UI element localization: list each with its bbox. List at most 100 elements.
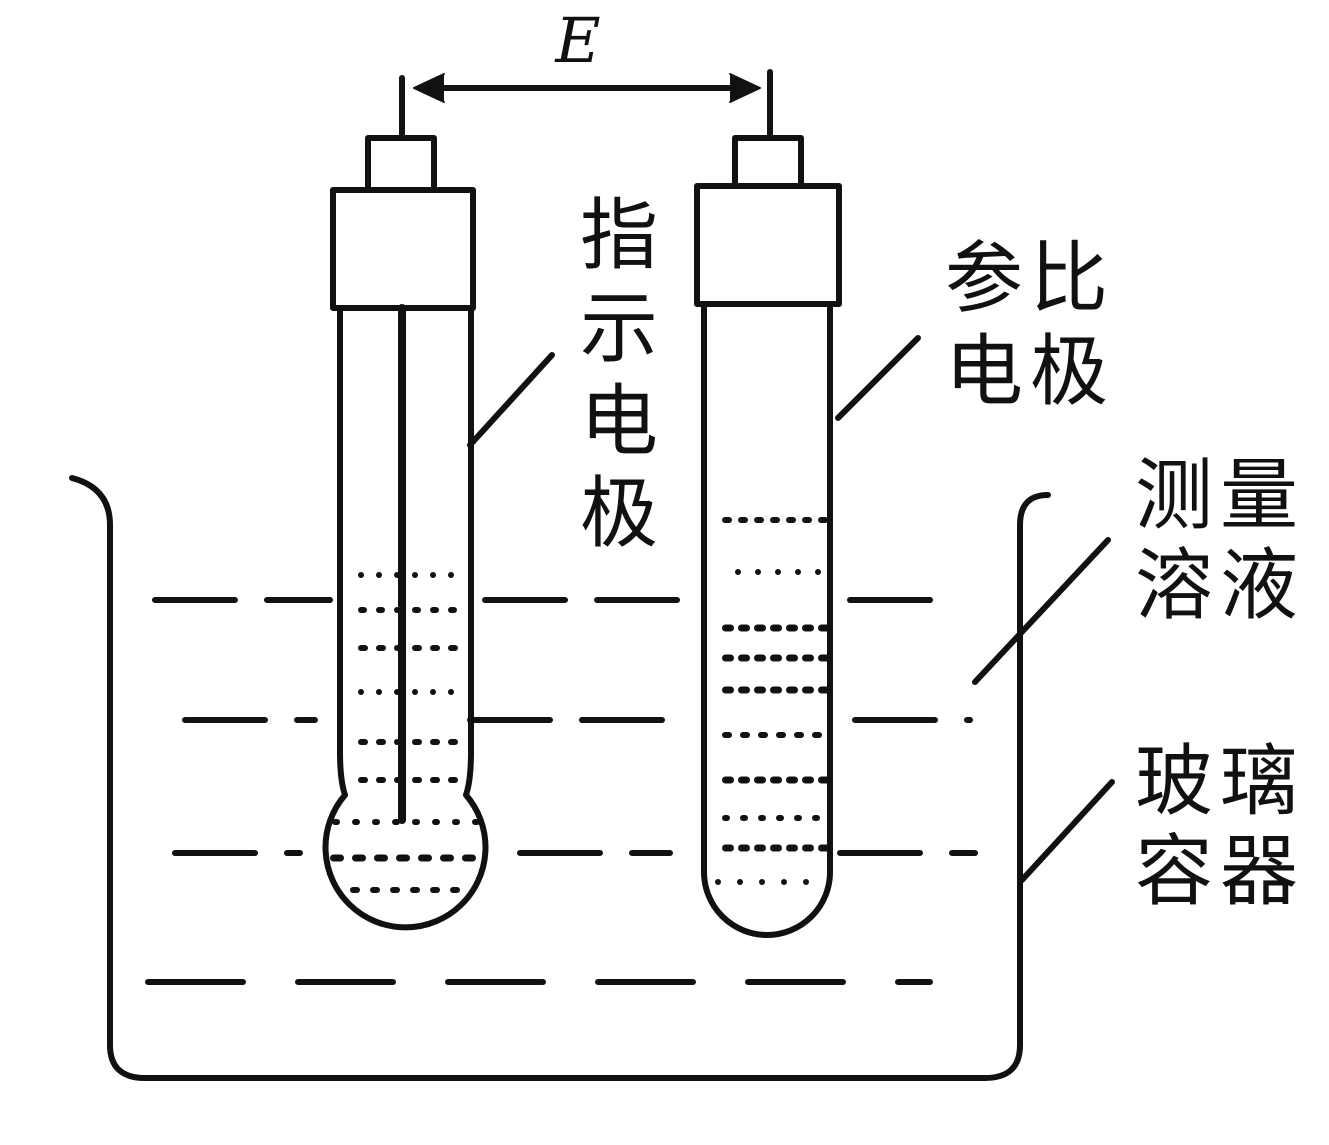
dot <box>448 777 458 783</box>
dot <box>735 569 741 575</box>
dot <box>818 686 830 694</box>
dot <box>754 624 766 632</box>
svg-text:璃: 璃 <box>1220 737 1298 827</box>
dot <box>770 654 782 662</box>
svg-text:电: 电 <box>580 377 658 467</box>
dot <box>818 844 830 852</box>
dot <box>372 819 380 825</box>
dot <box>430 645 440 651</box>
dot <box>332 819 340 825</box>
dot <box>394 572 400 578</box>
dot <box>722 815 730 821</box>
indicator-electrode-label: 指 示 电 极 <box>580 191 658 559</box>
dot <box>412 645 422 651</box>
dot <box>795 569 801 575</box>
svg-text:容: 容 <box>1135 827 1213 917</box>
dot <box>802 624 814 632</box>
glass-container-label: 玻 璃 容 器 <box>1135 737 1298 917</box>
dot <box>412 607 421 613</box>
dot <box>770 517 780 523</box>
dot <box>450 887 460 893</box>
dot <box>776 732 786 738</box>
dot <box>430 572 436 578</box>
dot <box>740 732 750 738</box>
dot <box>432 819 440 825</box>
dot <box>815 569 821 575</box>
svg-text:电: 电 <box>945 327 1023 417</box>
svg-text:极: 极 <box>580 469 658 559</box>
svg-text:液: 液 <box>1220 541 1298 631</box>
dot <box>430 777 440 783</box>
dot <box>448 645 458 651</box>
dot <box>802 844 814 852</box>
test-solution-label: 测 量 溶 液 <box>1135 451 1298 631</box>
dot <box>722 624 734 632</box>
dot <box>818 776 830 784</box>
dot <box>394 645 404 651</box>
reference-tube <box>701 301 833 938</box>
dot <box>770 686 782 694</box>
dot <box>740 815 748 821</box>
dot <box>358 739 368 745</box>
dot <box>452 819 460 825</box>
dot <box>759 879 765 885</box>
dot <box>803 879 809 885</box>
dot <box>818 654 830 662</box>
dot <box>786 517 796 523</box>
svg-text:溶: 溶 <box>1135 541 1213 631</box>
dot <box>758 732 768 738</box>
dot <box>350 887 360 893</box>
dot <box>418 854 432 862</box>
dot <box>754 686 766 694</box>
dot <box>448 689 454 695</box>
dot <box>440 854 454 862</box>
dot <box>376 689 382 695</box>
dot <box>410 887 420 893</box>
dot <box>802 517 812 523</box>
dot <box>330 854 344 862</box>
dot <box>758 815 766 821</box>
dot <box>722 844 734 852</box>
dot <box>812 815 820 821</box>
indicator-connector <box>365 135 437 193</box>
dot <box>390 887 400 893</box>
dot <box>776 815 784 821</box>
dot <box>394 689 400 695</box>
reference-electrode <box>694 69 842 938</box>
dot <box>448 572 454 578</box>
dot <box>786 686 798 694</box>
dot <box>802 654 814 662</box>
glass-container <box>69 475 1051 1081</box>
dot <box>376 777 386 783</box>
dot <box>722 732 732 738</box>
dot <box>722 517 732 523</box>
dot <box>754 844 766 852</box>
dot <box>722 654 734 662</box>
dot <box>754 517 764 523</box>
dot <box>722 686 734 694</box>
dot <box>775 569 781 575</box>
dot <box>352 819 360 825</box>
dot <box>430 607 439 613</box>
dot <box>358 689 364 695</box>
dot <box>754 654 766 662</box>
dot <box>738 624 750 632</box>
dot <box>786 654 798 662</box>
dot <box>770 624 782 632</box>
dot <box>358 777 368 783</box>
dot <box>352 854 366 862</box>
container-leader <box>1019 779 1115 883</box>
dot <box>412 739 422 745</box>
dot <box>376 645 386 651</box>
svg-text:示: 示 <box>580 284 658 374</box>
dot <box>370 887 380 893</box>
dot <box>770 844 782 852</box>
dot <box>412 819 420 825</box>
reference-connector <box>732 135 804 189</box>
svg-text:玻: 玻 <box>1135 737 1213 827</box>
dot <box>715 879 721 885</box>
dot <box>374 854 388 862</box>
reference-cap <box>694 183 842 307</box>
svg-text:量: 量 <box>1220 451 1298 541</box>
dot <box>737 879 743 885</box>
